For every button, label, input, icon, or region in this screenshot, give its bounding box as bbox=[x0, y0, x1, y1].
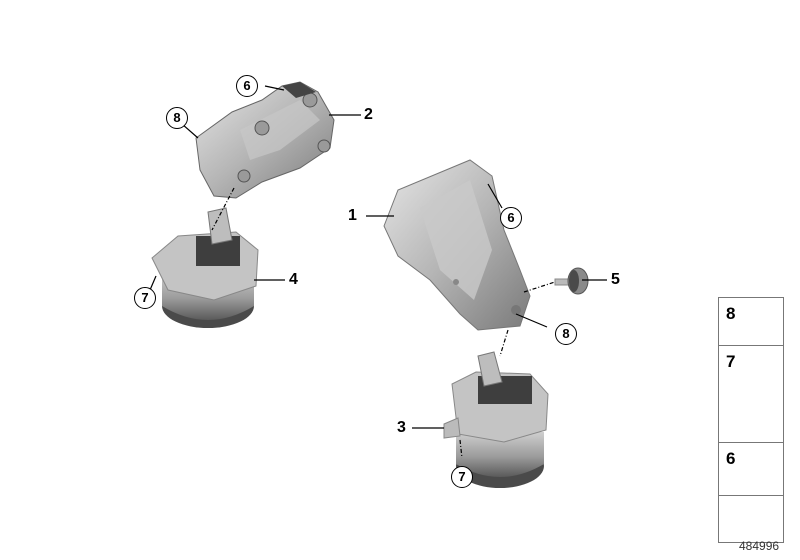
part-label-1: 1 bbox=[348, 207, 357, 224]
callout-6-right: 6 bbox=[500, 207, 522, 229]
callout-7-bottom: 7 bbox=[451, 466, 473, 488]
part-label-2: 2 bbox=[364, 106, 373, 123]
legend-number: 7 bbox=[726, 352, 736, 371]
callout-6-upper: 6 bbox=[236, 75, 258, 97]
catalog-number: 484996 bbox=[739, 539, 780, 553]
part-label-3: 3 bbox=[397, 419, 406, 436]
part-5-rubber-buffer bbox=[554, 267, 589, 295]
part-1-bracket bbox=[383, 159, 531, 331]
legend-item-6: 6 bbox=[719, 443, 783, 496]
fastener-legend: 8 7 6 bbox=[718, 297, 784, 543]
callout-7-left: 7 bbox=[134, 287, 156, 309]
part-4-engine-mount bbox=[151, 207, 259, 328]
legend-number: 8 bbox=[726, 304, 736, 323]
callout-8-upper: 8 bbox=[166, 107, 188, 129]
part-2-bracket bbox=[195, 81, 335, 199]
callout-8-right: 8 bbox=[555, 323, 577, 345]
legend-item-7: 7 bbox=[719, 346, 783, 443]
part-label-4: 4 bbox=[289, 271, 298, 288]
legend-item-arrow bbox=[719, 496, 783, 542]
leader-lines bbox=[149, 85, 607, 459]
legend-number: 6 bbox=[726, 449, 736, 468]
part-3-engine-mount bbox=[443, 351, 549, 488]
part-label-5: 5 bbox=[611, 271, 620, 288]
legend-item-8: 8 bbox=[719, 298, 783, 346]
